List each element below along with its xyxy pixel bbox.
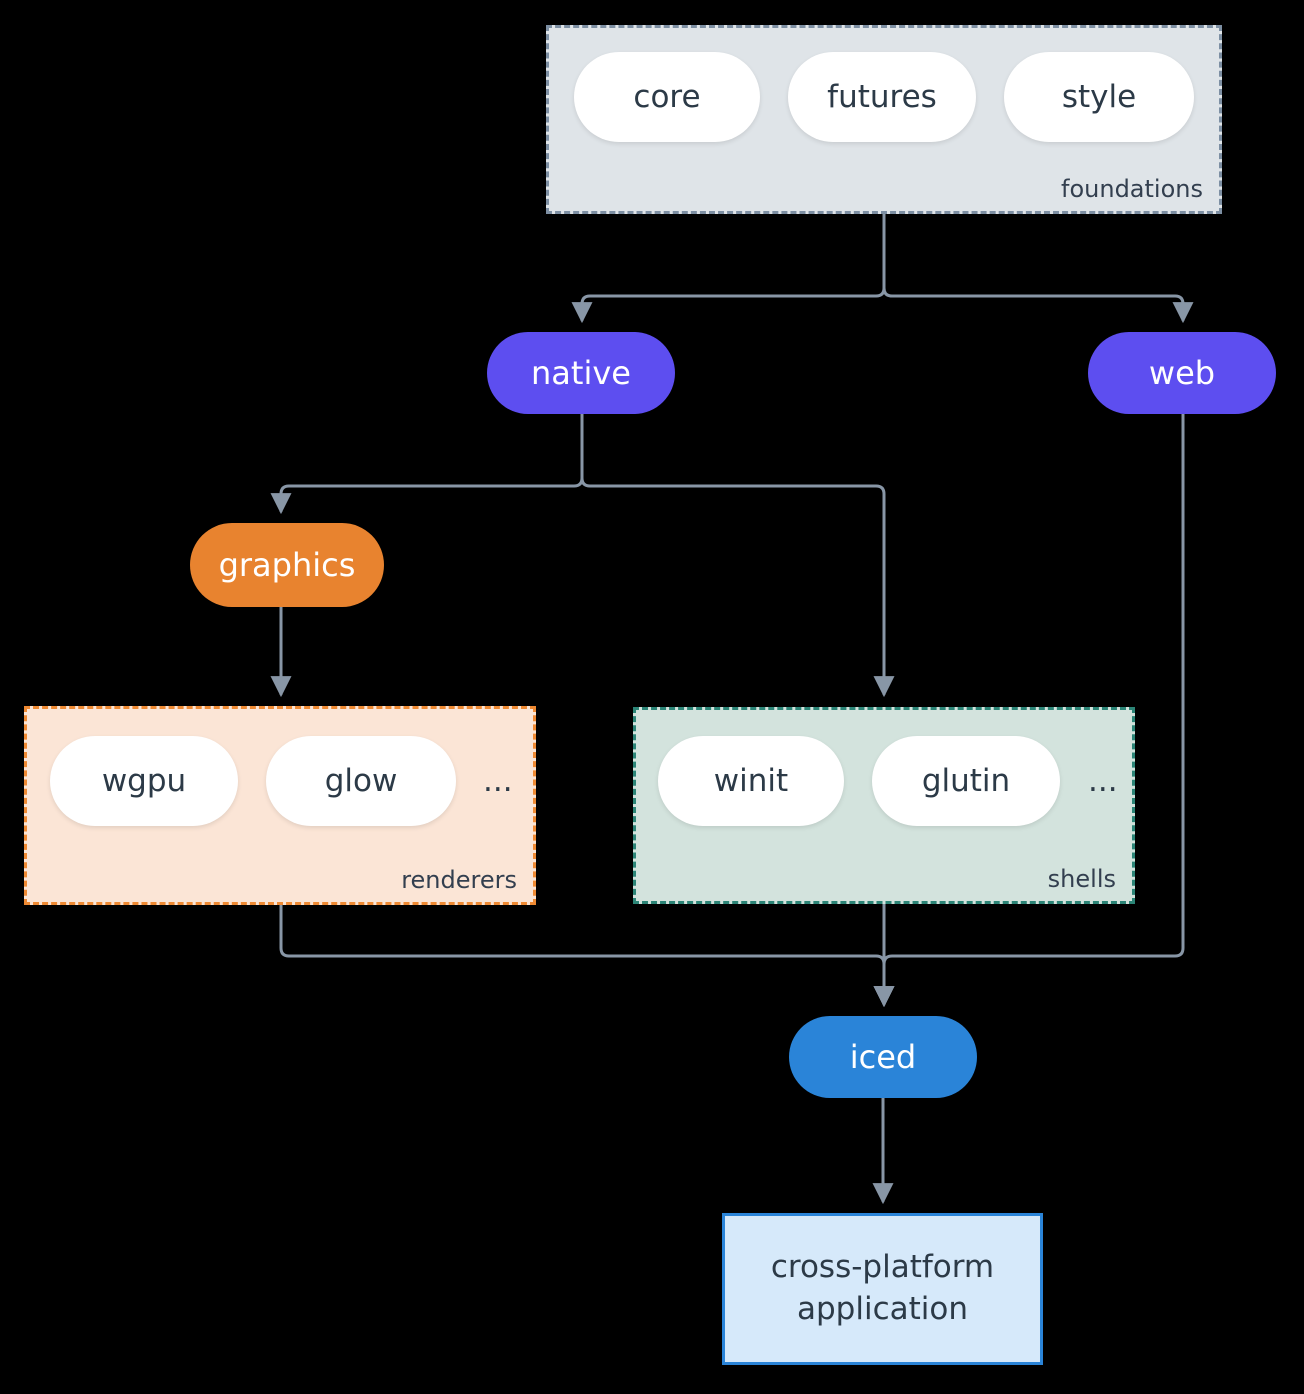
edge-native-shells — [580, 412, 895, 698]
renderers-overflow-ellipsis: ... — [483, 763, 513, 799]
node-glow[interactable]: glow — [266, 736, 456, 826]
edge-foundations-web — [882, 212, 1194, 324]
node-futures[interactable]: futures — [788, 52, 976, 142]
node-wgpu[interactable]: wgpu — [50, 736, 238, 826]
node-graphics[interactable]: graphics — [190, 523, 384, 607]
node-web[interactable]: web — [1088, 332, 1276, 414]
node-style[interactable]: style — [1004, 52, 1194, 142]
edge-renderers-iced — [279, 903, 895, 1008]
shells-overflow-ellipsis: ... — [1088, 763, 1118, 799]
node-core[interactable]: core — [574, 52, 760, 142]
cluster-label-renderers: renderers — [401, 866, 517, 894]
node-glutin[interactable]: glutin — [872, 736, 1060, 826]
node-iced[interactable]: iced — [789, 1016, 977, 1098]
node-winit[interactable]: winit — [658, 736, 844, 826]
application-label-line1: cross-platform — [770, 1249, 995, 1286]
node-native[interactable]: native — [487, 332, 675, 414]
node-cross-platform-application[interactable]: cross-platform application — [722, 1213, 1043, 1365]
cluster-label-shells: shells — [1047, 865, 1116, 893]
cluster-label-foundations: foundations — [1061, 175, 1203, 203]
application-label-line2: application — [797, 1291, 968, 1327]
edge-foundations-native — [571, 212, 886, 324]
edge-native-graphics — [270, 412, 584, 515]
